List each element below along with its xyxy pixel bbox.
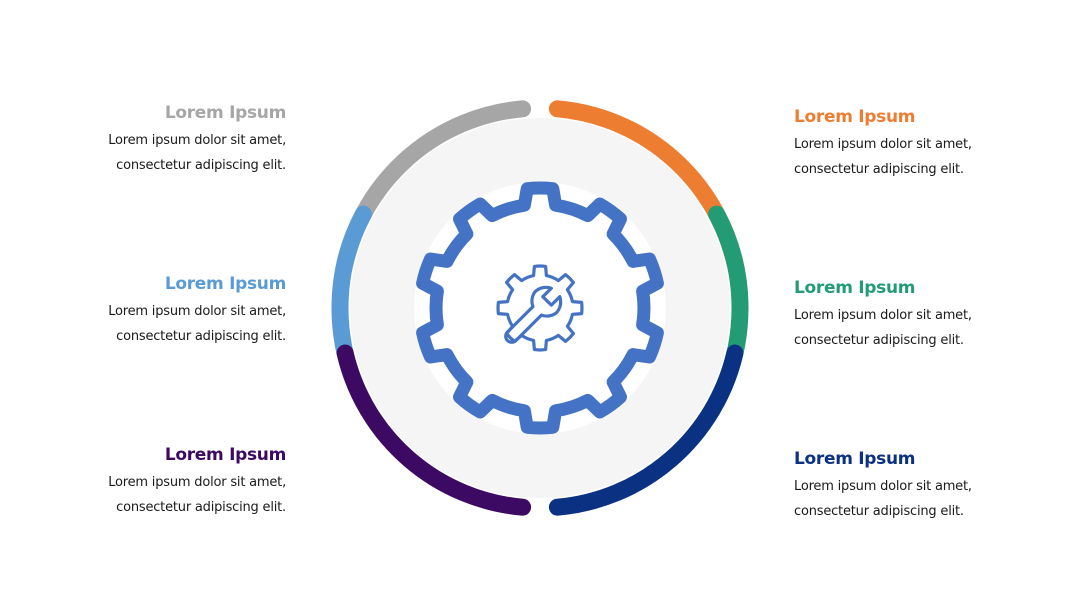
item-4-title: Lorem Ipsum <box>794 107 916 127</box>
item-2-text: Lorem ipsum dolor sit amet, consectetur … <box>6 299 286 349</box>
item-4-line-1: Lorem ipsum dolor sit amet, <box>794 137 972 152</box>
item-6-line-2: consectetur adipiscing elit. <box>794 504 964 519</box>
item-5-line-1: Lorem ipsum dolor sit amet, <box>794 308 972 323</box>
item-3-text: Lorem ipsum dolor sit amet, consectetur … <box>6 470 286 520</box>
item-5-line-2: consectetur adipiscing elit. <box>794 333 964 348</box>
item-4-text: Lorem ipsum dolor sit amet, consectetur … <box>794 132 1074 182</box>
item-1-line-1: Lorem ipsum dolor sit amet, <box>108 133 286 148</box>
gear-wrench-icon <box>496 264 584 352</box>
item-2-line-2: consectetur adipiscing elit. <box>116 329 286 344</box>
item-6-text: Lorem ipsum dolor sit amet, consectetur … <box>794 474 1074 524</box>
item-5-text: Lorem ipsum dolor sit amet, consectetur … <box>794 303 1074 353</box>
item-3-line-2: consectetur adipiscing elit. <box>116 500 286 515</box>
item-1: Lorem Ipsum Lorem ipsum dolor sit amet, … <box>6 103 286 178</box>
item-3-title: Lorem Ipsum <box>164 445 286 465</box>
item-6: Lorem Ipsum Lorem ipsum dolor sit amet, … <box>794 449 1074 524</box>
item-2: Lorem Ipsum Lorem ipsum dolor sit amet, … <box>6 274 286 349</box>
item-3: Lorem Ipsum Lorem ipsum dolor sit amet, … <box>6 445 286 520</box>
item-2-title: Lorem Ipsum <box>164 274 286 294</box>
item-6-title: Lorem Ipsum <box>794 449 916 469</box>
gear-outline <box>416 181 664 435</box>
item-3-line-1: Lorem ipsum dolor sit amet, <box>108 475 286 490</box>
item-6-line-1: Lorem ipsum dolor sit amet, <box>794 479 972 494</box>
item-4-line-2: consectetur adipiscing elit. <box>794 162 964 177</box>
arc-segment-3 <box>336 344 532 516</box>
item-5: Lorem Ipsum Lorem ipsum dolor sit amet, … <box>794 278 1074 353</box>
arc-segment-6 <box>548 344 744 516</box>
item-1-title: Lorem Ipsum <box>164 103 286 123</box>
item-1-text: Lorem ipsum dolor sit amet, consectetur … <box>6 128 286 178</box>
item-5-title: Lorem Ipsum <box>794 278 916 298</box>
item-1-line-2: consectetur adipiscing elit. <box>116 158 286 173</box>
item-2-line-1: Lorem ipsum dolor sit amet, <box>108 304 286 319</box>
item-4: Lorem Ipsum Lorem ipsum dolor sit amet, … <box>794 107 1074 182</box>
